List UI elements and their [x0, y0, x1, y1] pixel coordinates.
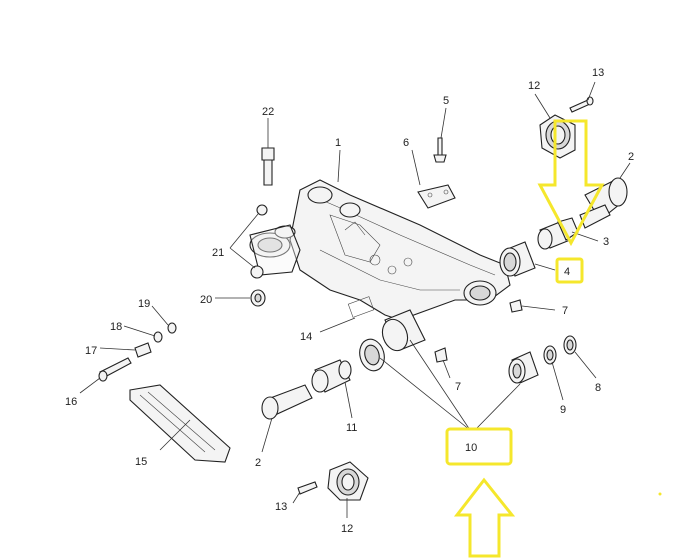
callout-1: 1 — [335, 137, 341, 149]
highlight-box-4 — [555, 257, 584, 284]
spacer-17 — [134, 342, 152, 358]
plate-6 — [417, 184, 456, 209]
callout-2-upper: 2 — [628, 151, 634, 163]
callout-8: 8 — [595, 382, 601, 394]
bearing-plate-lower — [327, 461, 369, 501]
callout-5: 5 — [443, 95, 449, 107]
callout-2-lower: 2 — [255, 457, 261, 469]
bolt-16 — [98, 357, 132, 382]
clip-7-right — [509, 299, 523, 313]
leader-lines — [79, 81, 631, 518]
callout-19: 19 — [138, 298, 150, 310]
up-arrow-icon — [453, 477, 516, 558]
chain-slider-15 — [129, 384, 231, 463]
bearing-center — [359, 338, 385, 372]
bearing-plate-top — [539, 114, 576, 159]
callout-4: 4 — [564, 266, 570, 278]
callout-20: 20 — [200, 294, 212, 306]
highlight-box-10 — [445, 427, 513, 466]
callout-21: 21 — [212, 247, 224, 259]
pivot-bolt-11 — [311, 359, 352, 393]
swingarm-body — [249, 179, 511, 321]
callout-labels: 1 2 2 3 4 5 6 7 7 8 9 10 11 12 12 13 13 … — [65, 67, 634, 535]
washer-21b — [250, 265, 264, 279]
down-arrow-icon — [537, 119, 605, 247]
clip-7-lower — [434, 347, 448, 363]
washer-18 — [153, 331, 163, 343]
washer-8 — [563, 335, 577, 355]
nut-19 — [167, 322, 177, 334]
bushing-10-right — [508, 351, 539, 384]
bolt-13-lower — [297, 481, 318, 495]
callout-12-lower: 12 — [341, 523, 353, 535]
highlight-annotations — [445, 119, 662, 558]
callout-3: 3 — [603, 236, 609, 248]
callout-16: 16 — [65, 396, 77, 408]
callout-12-upper: 12 — [528, 80, 540, 92]
axle-lower — [261, 384, 313, 420]
callout-22: 22 — [262, 106, 274, 118]
callout-17: 17 — [85, 345, 97, 357]
bolt-22 — [261, 147, 275, 186]
washer-9 — [543, 345, 557, 365]
bolt-13-top — [569, 96, 594, 113]
bushing-4 — [499, 241, 536, 277]
callout-10: 10 — [465, 442, 477, 454]
callout-6: 6 — [403, 137, 409, 149]
callout-9: 9 — [560, 404, 566, 416]
bolt-5 — [433, 137, 447, 163]
axle-right — [579, 177, 628, 229]
washer-21a — [256, 204, 268, 216]
callout-14: 14 — [300, 331, 312, 343]
callout-18: 18 — [110, 321, 122, 333]
highlight-dot — [658, 492, 662, 496]
callout-11: 11 — [346, 422, 357, 434]
pivot-tube-lower — [381, 309, 426, 352]
callout-13-upper: 13 — [592, 67, 604, 79]
callout-7-right: 7 — [562, 305, 568, 317]
nut-20 — [250, 289, 266, 307]
callout-13-lower: 13 — [275, 501, 287, 513]
callout-7-lower: 7 — [455, 381, 461, 393]
spacer-3 — [537, 217, 579, 250]
callout-15: 15 — [135, 456, 147, 468]
